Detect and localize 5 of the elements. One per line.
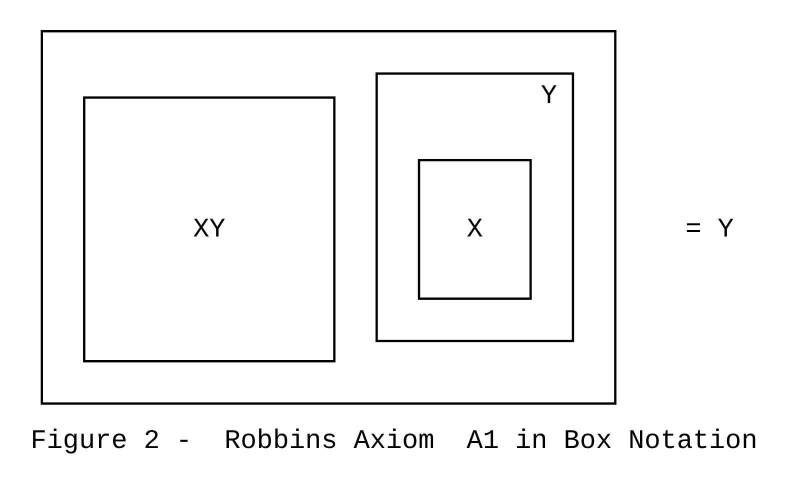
caption: Figure 2 - Robbins Axiom A1 in Box Notation [30,427,758,458]
node-box: X [418,158,532,300]
label: = Y [685,216,734,246]
cluster [40,30,616,405]
node-box: XY [83,96,336,362]
